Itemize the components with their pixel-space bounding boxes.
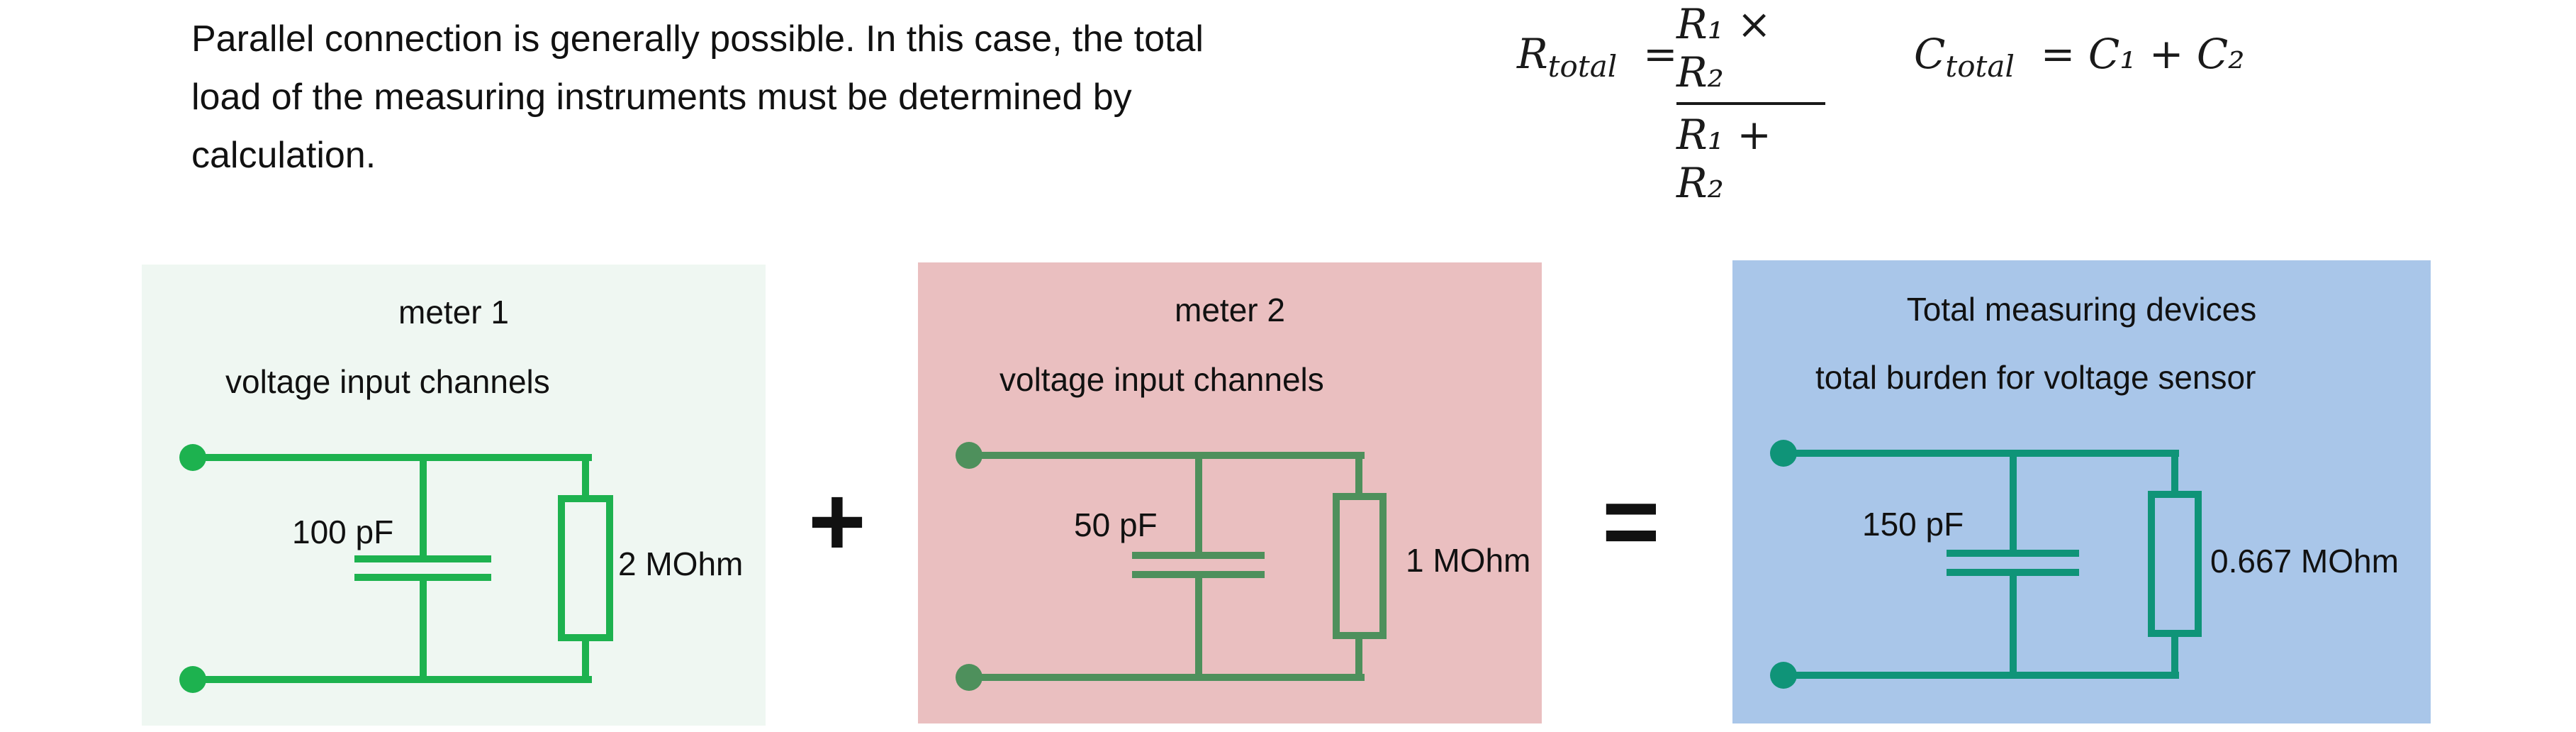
plus-sign: +	[808, 465, 866, 577]
formula-r-lhs: R	[1517, 30, 1548, 78]
panel-meter-2: meter 2 voltage input channels 50 pF 1 M…	[918, 262, 1542, 723]
panel-total: Total measuring devices total burden for…	[1732, 260, 2431, 723]
formula-c-lhs: C	[1914, 30, 1946, 78]
circuit-diagram	[179, 444, 613, 693]
panel-subtitle: total burden for voltage sensor	[1815, 359, 2256, 396]
resistor-body	[558, 495, 613, 641]
formula-c-lhs-sub: total	[1945, 49, 2015, 84]
formula-r-denominator: R₁ + R₂	[1676, 111, 1771, 207]
intro-line-2: load of the measuring instruments must b…	[191, 77, 1132, 118]
circuit-diagram	[956, 442, 1387, 691]
capacitance-label: 100 pF	[292, 514, 394, 550]
panel-subtitle: voltage input channels	[225, 363, 550, 400]
panel-title: Total measuring devices	[1906, 291, 2257, 328]
panel-subtitle: voltage input channels	[999, 361, 1324, 398]
intro-text: Parallel connection is generally possibl…	[191, 10, 1354, 184]
formula-r-fraction: R₁ × R₂ R₁ + R₂	[1676, 0, 1825, 207]
resistance-label: 2 MOhm	[618, 545, 744, 582]
capacitance-label: 50 pF	[1074, 506, 1158, 543]
capacitance-label: 150 pF	[1862, 506, 1964, 543]
resistance-label: 0.667 MOhm	[2210, 543, 2399, 580]
formula-c-rhs: C₁ + C₂	[2088, 30, 2245, 78]
panel-title: meter 2	[1175, 292, 1285, 328]
terminal-bottom-icon	[1770, 662, 1797, 689]
terminal-top-icon	[1770, 440, 1797, 467]
formula-r-lhs-sub: total	[1547, 49, 1618, 84]
terminal-top-icon	[956, 442, 982, 469]
intro-line-3: calculation.	[191, 135, 376, 176]
resistor-body	[1333, 493, 1387, 639]
resistance-label: 1 MOhm	[1406, 542, 1531, 579]
terminal-bottom-icon	[956, 664, 982, 691]
fraction-bar	[1676, 102, 1825, 105]
terminal-top-icon	[179, 444, 206, 471]
resistor-body	[2148, 491, 2202, 637]
circuit-diagram	[1770, 440, 2202, 689]
equals-sign: =	[1602, 465, 1660, 577]
formula-c-total: Ctotal = C₁ + C₂	[1914, 30, 2245, 84]
formula-r-numerator: R₁ × R₂	[1676, 0, 1771, 96]
panel-meter-1: meter 1 voltage input channels 100 pF 2 …	[142, 265, 766, 726]
formula-r-total: Rtotal = R₁ × R₂ R₁ + R₂	[1517, 0, 1914, 207]
terminal-bottom-icon	[179, 666, 206, 693]
panel-title: meter 1	[398, 294, 509, 331]
intro-line-1: Parallel connection is generally possibl…	[191, 18, 1204, 60]
